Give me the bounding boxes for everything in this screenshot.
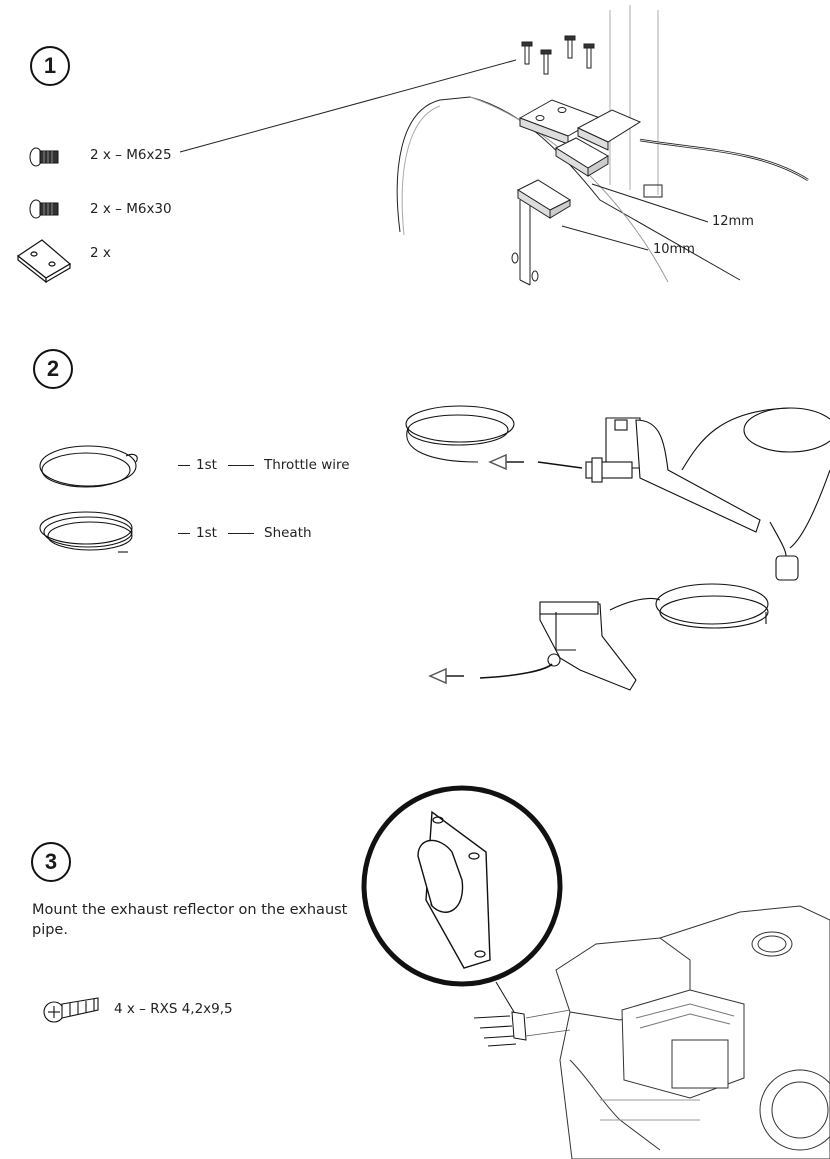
step-3-number: 3 (31, 842, 71, 882)
order-text: 1st (196, 457, 217, 473)
step-3-description: Mount the exhaust reflector on the exhau… (32, 902, 348, 938)
part-label: 2 x – M6x25 (90, 147, 172, 163)
part-order: 1st (178, 457, 217, 473)
part-name: Throttle wire (264, 457, 350, 473)
part-label: 2 x – M6x30 (90, 201, 172, 217)
part-name: Sheath (264, 525, 312, 541)
part-label: 4 x – RXS 4,2x9,5 (114, 1001, 233, 1017)
dimension-callout: 10mm (653, 242, 695, 257)
part-label: Sheath (228, 525, 312, 541)
part-label: Throttle wire (228, 457, 350, 473)
order-text: 1st (196, 525, 217, 541)
part-order: 1st (178, 525, 217, 541)
part-label: 2 x (90, 245, 111, 261)
step-1-number: 1 (30, 46, 70, 86)
dimension-callout: 12mm (712, 214, 754, 229)
step-2-number: 2 (33, 349, 73, 389)
